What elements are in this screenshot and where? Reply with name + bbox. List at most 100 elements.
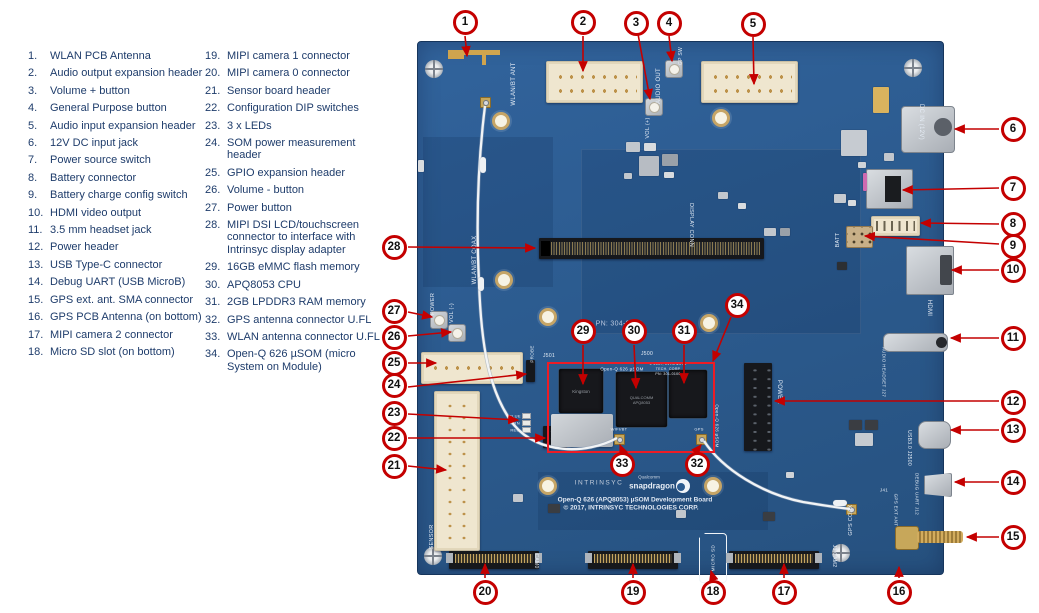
- smd-component: [858, 162, 866, 168]
- legend-label: GPS PCB Antenna (on bottom): [50, 311, 202, 324]
- legend-label: MIPI camera 0 connector: [227, 67, 350, 80]
- smd-component: [884, 153, 894, 161]
- legend-item-7: 7.Power source switch: [28, 154, 204, 166]
- cam-tab: [674, 553, 681, 563]
- mounting-hole: [539, 477, 557, 495]
- legend-label: GPIO expansion header: [227, 166, 346, 179]
- legend-item-12: 12.Power header: [28, 241, 204, 253]
- pin-grid: [552, 67, 637, 97]
- som-power-measurement-header: [526, 360, 535, 382]
- dc-jack-barrel: [934, 118, 952, 136]
- legend-item-15: 15.GPS ext. ant. SMA connector: [28, 294, 204, 306]
- usb-type-c-connector: [918, 421, 951, 449]
- callout-10: 10: [1000, 257, 1026, 283]
- legend-number: 3.: [28, 84, 38, 97]
- coax-ferrite-bead: [478, 277, 484, 291]
- legend-item-17: 17.MIPI camera 2 connector: [28, 329, 204, 341]
- legend-number: 33.: [205, 330, 221, 343]
- smd-component: [662, 154, 678, 166]
- mounting-hole: [704, 477, 722, 495]
- corner-screw: [425, 60, 443, 78]
- legend-number: 15.: [28, 293, 44, 306]
- callout-21: 21: [381, 453, 407, 479]
- silkscreen-label: GPS: [694, 426, 704, 432]
- legend-item-29: 29.16GB eMMC flash memory: [205, 261, 383, 273]
- ufl-center: [482, 99, 489, 106]
- coax-ferrite-bead: [480, 157, 486, 173]
- legend-number: 23.: [205, 119, 221, 132]
- jack-opening: [936, 337, 947, 348]
- callout-4: 4: [656, 10, 682, 36]
- legend-label: Volume + button: [50, 84, 130, 97]
- display-connector: [539, 238, 764, 259]
- led-red: [522, 427, 531, 433]
- legend-label: 12V DC input jack: [50, 137, 139, 150]
- som-outline-annotation: [547, 362, 715, 453]
- button-cap: [433, 314, 445, 326]
- smd-component: [513, 494, 523, 502]
- legend-label: Battery charge config switch: [50, 189, 188, 202]
- callout-12: 12: [1000, 389, 1026, 415]
- gps-sma-connector: [895, 526, 967, 550]
- apq8053-cpu-chip: QUALCOMM APQ8053: [616, 372, 667, 427]
- smd-component: [764, 228, 776, 236]
- coax-cables: [475, 105, 851, 511]
- dev-board: Kingston QUALCOMM APQ8053 MICRO SD INTRI…: [417, 41, 963, 583]
- smd-component: [855, 433, 873, 446]
- smd-component: [644, 143, 656, 151]
- legend-label: Sensor board header: [227, 84, 331, 97]
- legend-label: Micro SD slot (on bottom): [50, 345, 175, 358]
- legend-item-25: 25.GPIO expansion header: [205, 167, 383, 179]
- emmc-flash-chip: Kingston: [559, 369, 603, 413]
- callout-20: 20: [472, 579, 498, 605]
- legend-label: 2GB LPDDR3 RAM memory: [227, 296, 366, 309]
- legend-number: 19.: [205, 50, 221, 62]
- callout-28: 28: [381, 234, 407, 260]
- legend-number: 20.: [205, 67, 221, 80]
- button-cap: [648, 101, 660, 113]
- legend-item-28: 28.MIPI DSI LCD/touchscreen connector to…: [205, 219, 383, 256]
- smd-component: [834, 194, 846, 203]
- legend-number: 14.: [28, 276, 44, 289]
- ufl-center: [698, 436, 705, 443]
- callout-31: 31: [671, 318, 697, 344]
- power-button: [430, 311, 448, 329]
- legend-item-5: 5.Audio input expansion header: [28, 120, 204, 132]
- callout-17: 17: [771, 579, 797, 605]
- battery-pin-slots: [876, 221, 915, 231]
- legend-number: 24.: [205, 137, 221, 150]
- callout-6: 6: [1000, 116, 1026, 142]
- legend-number: 9.: [28, 189, 38, 202]
- legend-item-1: 1.WLAN PCB Antenna: [28, 50, 204, 62]
- legend-number: 6.: [28, 137, 38, 150]
- camera-pins: [455, 554, 533, 563]
- legend-label: HDMI video output: [50, 206, 142, 219]
- legend-item-20: 20. MIPI camera 0 connector: [205, 67, 383, 79]
- sma-barrel: [917, 531, 963, 543]
- smd-component: [418, 160, 424, 172]
- legend-number: 21.: [205, 84, 221, 97]
- legend-item-33: 33.WLAN antenna connector U.FL: [205, 331, 383, 343]
- legend-item-14: 14.Debug UART (USB MicroB): [28, 276, 204, 288]
- callout-13: 13: [1000, 417, 1026, 443]
- pin-grid: [427, 358, 517, 378]
- legend-number: 1.: [28, 50, 38, 62]
- led-green: [522, 420, 531, 426]
- callout-22: 22: [381, 425, 407, 451]
- cpu-chip-label1: QUALCOMM: [629, 394, 654, 400]
- legend-number: 22.: [205, 102, 221, 115]
- legend-label: Volume - button: [227, 184, 305, 197]
- legend-label: Audio output expansion header: [50, 67, 203, 80]
- mounting-hole: [495, 271, 513, 289]
- board-title-line2: © 2017, INTRINSYC TECHNOLOGIES CORP.: [563, 504, 699, 512]
- legend-label: General Purpose button: [50, 102, 167, 115]
- legend-number: 31.: [205, 296, 221, 309]
- qualcomm-logo-text: Qualcomm: [638, 474, 660, 480]
- intrinsyc-logo: INTRINSYC: [574, 479, 624, 487]
- silkscreen-label: PN: 304-0100: [595, 320, 643, 328]
- coax-ferrite-bead: [833, 500, 847, 506]
- callout-11: 11: [1000, 325, 1026, 351]
- som-shield-can: [551, 414, 613, 447]
- dc-input-jack: [901, 106, 955, 153]
- smd-component: [639, 156, 659, 176]
